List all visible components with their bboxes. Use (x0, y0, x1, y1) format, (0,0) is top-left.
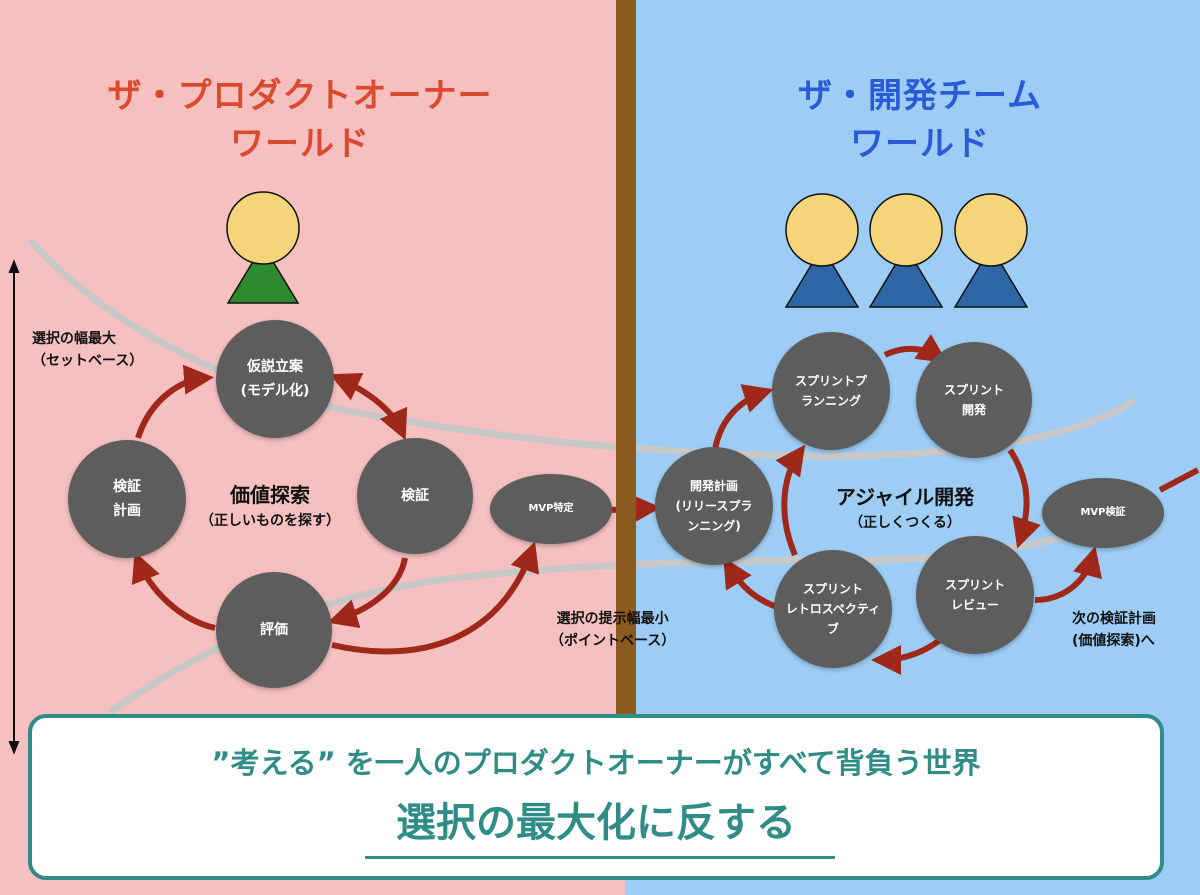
product-owner-person-icon (226, 191, 300, 304)
node-sprint-retrospective: スプリント レトロスペクティ ブ (774, 550, 892, 668)
title-line-1: ザ・開発チーム (798, 76, 1042, 116)
label-line: (価値探索)へ (1072, 633, 1155, 649)
node-sprint-planning: スプリントプ ランニング (772, 332, 890, 450)
node-sprint-development: スプリント 開発 (916, 342, 1032, 458)
node-label: ンニング) (687, 519, 741, 533)
center-title: アジャイル開発 (835, 485, 975, 509)
node-release-planning: 開発計画 (リリースプラ ンニング) (655, 447, 773, 565)
node-verification-plan: 検証 計画 (68, 440, 186, 558)
node-sprint-review: スプリント レビュー (916, 536, 1034, 654)
value-exploration-label: 価値探索 （正しいものを探す） (170, 480, 370, 532)
dev-team-world-title: ザ・開発チーム ワールド (700, 72, 1140, 168)
dev-team-person-icon-3 (953, 193, 1029, 308)
node-label: スプリント (944, 578, 1005, 592)
node-label: レトロスペクティ (785, 602, 881, 616)
node-label: 開発 (961, 403, 986, 417)
center-subtitle: （正しいものを探す） (200, 513, 340, 529)
node-label: ランニング (800, 394, 861, 408)
node-label: (モデル化) (240, 383, 310, 399)
title-line-2: ワールド (850, 124, 990, 164)
label-line: 選択の提示幅最小 (556, 611, 669, 627)
node-label: スプリント (802, 582, 863, 596)
node-label: (リリースプラ (675, 499, 753, 513)
node-label: 計画 (113, 503, 141, 519)
label-line: （セットベース） (32, 353, 144, 369)
banner-underline (365, 856, 835, 859)
node-evaluate: 評価 (216, 572, 332, 688)
node-label: ブ (826, 622, 839, 636)
node-label: 検証 (401, 488, 429, 504)
node-label: 仮説立案 (247, 359, 303, 375)
banner-statement: ”考える” を一人のプロダクトオーナーがすべて背負う世界 (211, 746, 981, 780)
agile-development-label: アジャイル開発 （正しくつくる） (800, 482, 1010, 534)
label-line: 選択の幅最大 (32, 331, 116, 347)
product-owner-world-title: ザ・プロダクトオーナー ワールド (90, 72, 510, 168)
min-choice-label: 選択の提示幅最小 （ポイントベース） (550, 608, 675, 652)
world-divider (616, 0, 636, 718)
label-line: （ポイントベース） (550, 633, 676, 649)
node-hypothesis: 仮説立案 (モデル化) (216, 320, 334, 438)
title-line-1: ザ・プロダクトオーナー (107, 76, 493, 116)
title-line-2: ワールド (230, 124, 370, 164)
conclusion-banner: ”考える” を一人のプロダクトオーナーがすべて背負う世界 選択の最大化に反する (28, 714, 1164, 880)
node-label: MVP検証 (1080, 507, 1126, 518)
banner-conclusion: 選択の最大化に反する (396, 800, 796, 846)
next-plan-label: 次の検証計画 (価値探索)へ (1072, 608, 1156, 652)
dev-team-person-icon-2 (868, 193, 944, 308)
node-label: 評価 (260, 622, 288, 638)
max-choice-label: 選択の幅最大 （セットベース） (32, 328, 143, 372)
node-label: レビュー (950, 598, 999, 612)
node-label: スプリント (943, 383, 1004, 397)
node-label: MVP特定 (528, 503, 574, 514)
node-mvp-verify: MVP検証 (1042, 478, 1164, 548)
node-verify: 検証 (357, 438, 473, 554)
node-mvp-identify: MVP特定 (490, 474, 612, 544)
node-label: 開発計画 (689, 479, 738, 493)
dev-team-person-icon-1 (784, 193, 860, 308)
node-label: 検証 (113, 479, 141, 495)
node-label: スプリントプ (794, 374, 867, 388)
center-subtitle: （正しくつくる） (849, 515, 961, 531)
center-title: 価値探索 (230, 483, 310, 507)
label-line: 次の検証計画 (1072, 611, 1156, 627)
